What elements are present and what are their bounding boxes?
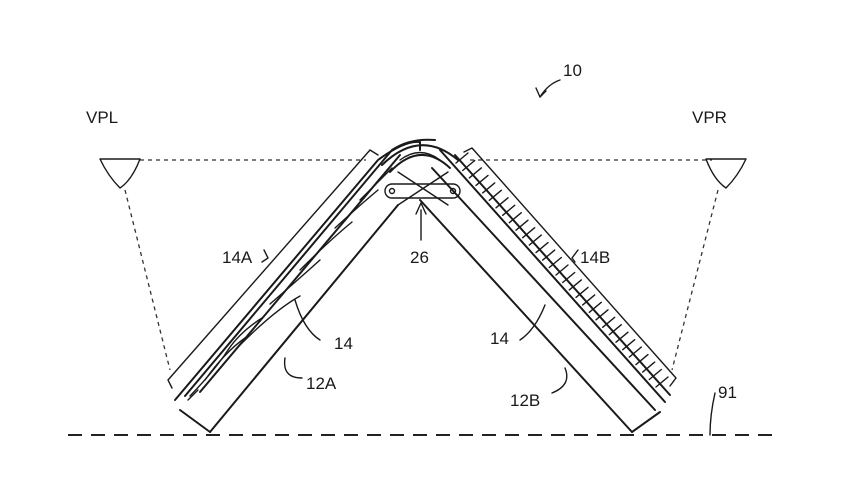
right-viewer-eye-icon bbox=[705, 158, 747, 189]
hatch-rung bbox=[595, 309, 609, 321]
hinge-top bbox=[381, 144, 459, 173]
hatch-rung bbox=[542, 249, 556, 261]
hatch-rung bbox=[468, 167, 482, 179]
hatch-rung bbox=[602, 316, 616, 328]
hatch-rung bbox=[522, 226, 536, 239]
label-display-14a: 14A bbox=[222, 248, 253, 267]
hatch-rung bbox=[568, 279, 582, 291]
hatch-rung bbox=[615, 331, 629, 343]
housing-12b bbox=[419, 149, 671, 433]
label-display-14-right: 14 bbox=[490, 329, 509, 348]
hatch-rung bbox=[508, 211, 522, 224]
hatch-rung bbox=[455, 152, 469, 164]
hatch-rung bbox=[515, 219, 529, 231]
hatch-rung bbox=[528, 234, 542, 246]
label-hinge-26: 26 bbox=[410, 248, 429, 267]
hatch-rung bbox=[642, 361, 656, 373]
label-display-14-left: 14 bbox=[334, 334, 353, 353]
bracket-14b bbox=[463, 147, 677, 387]
label-surface-91: 91 bbox=[718, 383, 737, 402]
hatch-rung bbox=[608, 324, 622, 336]
hatch-rung bbox=[555, 264, 569, 276]
hatch-rung bbox=[648, 368, 662, 381]
hatch-rung bbox=[562, 271, 576, 284]
hatch-rung bbox=[495, 197, 509, 209]
hatch-rung bbox=[635, 353, 649, 366]
right-display-hatch bbox=[455, 152, 669, 388]
hatch-rung bbox=[628, 346, 642, 358]
left-display-hatch bbox=[187, 167, 393, 401]
hinge-mechanism-26 bbox=[384, 171, 461, 206]
label-display-14b: 14B bbox=[580, 248, 610, 267]
hatch-rung bbox=[488, 189, 502, 202]
left-viewer-eye-icon bbox=[99, 158, 141, 189]
hatch-rung bbox=[475, 174, 489, 187]
leader-lines bbox=[261, 79, 716, 436]
hatch-rung bbox=[462, 159, 476, 172]
hatch-rung bbox=[622, 339, 636, 351]
hatch-rung bbox=[535, 241, 549, 254]
hatch-rung bbox=[482, 182, 496, 194]
hatch-rung bbox=[502, 204, 516, 217]
hatch-rung bbox=[548, 256, 562, 269]
label-housing-12b: 12B bbox=[510, 391, 540, 410]
hatch-rung bbox=[575, 286, 589, 299]
housing-12a bbox=[174, 138, 436, 433]
label-housing-12a: 12A bbox=[306, 374, 337, 393]
hatch-rung bbox=[588, 301, 602, 313]
label-viewer-left: VPL bbox=[86, 108, 118, 127]
hatch-rung bbox=[582, 294, 596, 306]
label-viewer-right: VPR bbox=[692, 108, 727, 127]
sight-lines bbox=[124, 159, 719, 371]
bracket-14a bbox=[167, 149, 379, 389]
hatch-rung bbox=[655, 376, 669, 388]
label-device-10: 10 bbox=[563, 61, 582, 80]
